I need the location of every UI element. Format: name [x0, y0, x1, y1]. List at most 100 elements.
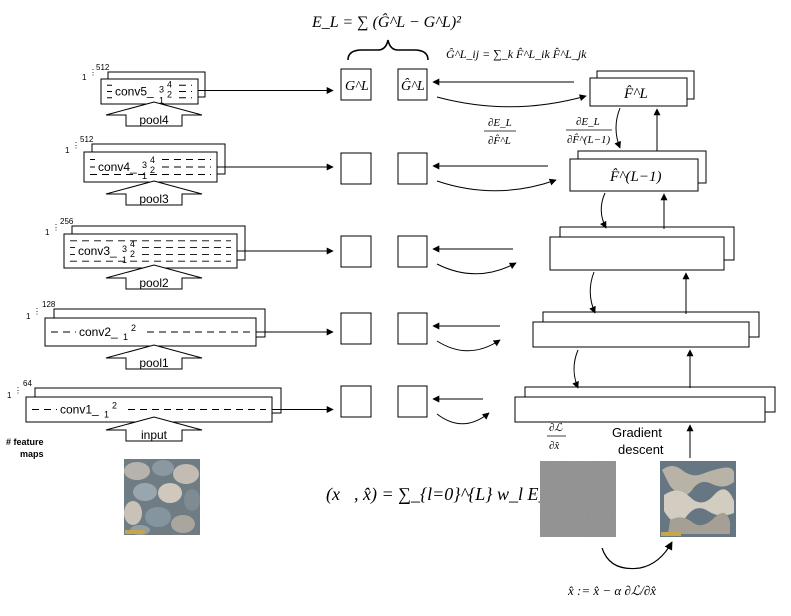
pool-label: input [141, 428, 168, 442]
backprop-arrow [600, 192, 607, 229]
feature-maps-label-line1: # feature [6, 437, 44, 447]
gradient-descent-line2: descent [618, 442, 664, 457]
layer-sub: 2 [131, 323, 136, 333]
maps-count-top: 512 [96, 63, 110, 72]
gram-square-G [340, 68, 372, 101]
maps-count-bottom: 1 [45, 228, 50, 237]
F-hat-L: F̂^L [623, 86, 648, 102]
gram-pair-5: G^L Ĝ^L [340, 68, 587, 108]
gram-brace [347, 39, 429, 61]
layer-sub: 3 [122, 244, 127, 254]
maps-dots: ⋮ [33, 307, 41, 316]
update-arrow [601, 541, 673, 570]
gram-square-G [340, 235, 372, 268]
gradient-curve-arrow [436, 178, 557, 192]
maps-dots: ⋮ [52, 223, 60, 232]
pool-arrow-pool4: pool4 [105, 101, 203, 127]
energy-formula: E_L = ∑ (Ĝ^L − G^L)² [311, 12, 462, 31]
style-image [124, 459, 200, 535]
svg-text:∂F̂^(L−1): ∂F̂^(L−1) [567, 133, 610, 146]
layer-sub: 3 [159, 85, 164, 95]
result-image [660, 461, 736, 537]
gradient-curve-arrow [436, 339, 501, 352]
pool-arrow-pool3: pool3 [105, 180, 203, 206]
gram-formula: Ĝ^L_ij = ∑_k F̂^L_ik F̂^L_jk [446, 47, 587, 61]
gram-G-label: G^L [345, 79, 369, 94]
layer-sub: 1 [104, 410, 109, 420]
feature-box-2 [532, 311, 760, 348]
gradient-curve-arrow [436, 94, 587, 108]
layer-sub: 2 [130, 249, 135, 259]
layer-label: conv2_ [79, 325, 118, 339]
svg-text:∂ℒ: ∂ℒ [549, 422, 563, 434]
pool-label: pool3 [139, 192, 169, 206]
gram-pair-2 [340, 312, 501, 352]
feature-maps-label-line2: maps [20, 449, 44, 459]
svg-text:∂x̂: ∂x̂ [549, 440, 560, 452]
layer-sub: 1 [122, 255, 127, 265]
gradient-stack: F̂^L F̂^(L−1) [514, 70, 776, 458]
gram-pair-1 [340, 385, 490, 425]
F-hat-L-1: F̂^(L−1) [609, 169, 661, 185]
gram-square-Ghat [397, 235, 428, 268]
maps-dots: ⋮ [72, 141, 80, 150]
gram-square-G [340, 152, 372, 185]
backprop-arrow [589, 271, 596, 314]
layer-sub: 1 [159, 96, 164, 106]
svg-text:∂E_L: ∂E_L [488, 117, 512, 129]
layer-sub: 4 [167, 80, 172, 90]
pool-label: pool2 [139, 276, 169, 290]
svg-text:∂E_L: ∂E_L [576, 116, 600, 128]
layer-label: conv5_ [115, 85, 154, 99]
pool-label: pool4 [139, 113, 169, 127]
backprop-arrow [572, 349, 579, 389]
grad-label: ∂ℒ ∂x̂ [547, 422, 566, 452]
gradient-descent-line1: Gradient [612, 425, 662, 440]
dE-dFprev-label: ∂E_L ∂F̂^(L−1) [566, 116, 612, 146]
feature-box-1 [514, 386, 776, 423]
maps-count-top: 128 [42, 300, 56, 309]
feature-box-4: F̂^(L−1) [569, 150, 707, 192]
gram-square-G [340, 385, 372, 418]
gradient-curve-arrow [436, 412, 490, 425]
gram-column: G^L Ĝ^L [340, 68, 587, 425]
gram-pair-3 [340, 235, 517, 275]
layer-label: conv1_ [60, 403, 99, 417]
layer-sub: 4 [130, 239, 135, 249]
maps-dots: ⋮ [14, 386, 22, 395]
feature-box-5: F̂^L [589, 70, 695, 107]
gram-Ghat-label: Ĝ^L [401, 77, 425, 94]
layer-label: conv4_ [98, 160, 137, 174]
layer-sub: 2 [112, 401, 117, 411]
pool-arrow-pool1: pool1 [105, 344, 203, 370]
layer-label: conv3_ [78, 244, 117, 258]
pool-label: pool1 [139, 356, 169, 370]
layer-sub: 2 [150, 165, 155, 175]
backprop-arrow [614, 107, 621, 149]
maps-count-bottom: 1 [26, 312, 31, 321]
loss-formula: ℒ(x⃗, x̂) = ∑_{l=0}^{L} w_l E_l [312, 484, 553, 505]
pool-arrow-pool2: pool2 [105, 264, 203, 290]
svg-text:∂F̂^L: ∂F̂^L [488, 134, 511, 147]
maps-count-top: 256 [60, 217, 74, 226]
layer-sub: 1 [123, 332, 128, 342]
pool-arrow-input: input [105, 416, 203, 442]
layer-sub: 1 [142, 171, 147, 181]
noise-image [540, 461, 616, 537]
gram-square-Ghat [397, 312, 428, 345]
maps-count-top: 512 [80, 135, 94, 144]
layer-sub: 3 [142, 160, 147, 170]
update-formula: x̂ := x̂ − α ∂ℒ/∂x̂ [567, 583, 656, 598]
maps-count-bottom: 1 [65, 146, 70, 155]
dE-dF-label: ∂E_L ∂F̂^L [484, 117, 516, 147]
gram-square-Ghat [397, 152, 428, 185]
maps-dots: ⋮ [89, 68, 97, 77]
gradient-curve-arrow [436, 262, 517, 275]
maps-count-top: 64 [23, 379, 32, 388]
